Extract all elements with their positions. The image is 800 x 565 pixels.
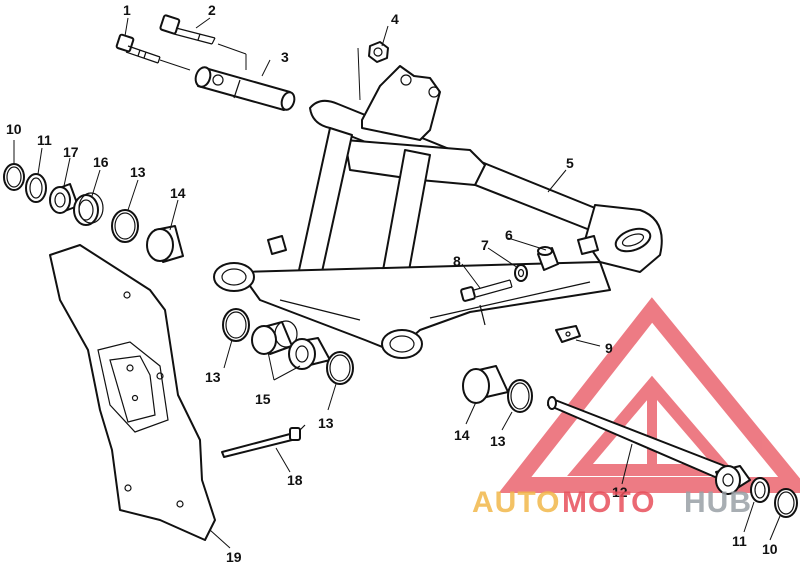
callout-10-right: 10 xyxy=(762,541,778,557)
watermark-text-moto: MOTO xyxy=(562,486,655,519)
callout-13-b: 13 xyxy=(205,369,221,385)
part-13-ring-c xyxy=(326,351,354,385)
callout-5: 5 xyxy=(566,155,574,171)
part-14-bushing-a xyxy=(146,225,184,263)
callout-13-c: 13 xyxy=(318,415,334,431)
callout-2: 2 xyxy=(208,2,216,18)
part-16-seal xyxy=(73,192,104,226)
watermark-text-hub: HUB xyxy=(684,486,752,519)
part-5-swingarm-frame xyxy=(213,65,663,359)
callout-13-d: 13 xyxy=(490,433,506,449)
callout-10-left: 10 xyxy=(6,121,22,137)
part-10-circlip-right xyxy=(774,488,798,518)
watermark-outer-triangle xyxy=(498,297,800,493)
callout-17: 17 xyxy=(63,144,79,160)
watermark-text: AUTO MOTO HUB xyxy=(472,486,752,519)
part-7-washer xyxy=(514,264,528,282)
callout-14-a: 14 xyxy=(170,185,186,201)
part-13-ring-b xyxy=(222,308,250,342)
callout-19: 19 xyxy=(226,549,242,565)
part-8-bolt xyxy=(460,279,513,302)
watermark-logo xyxy=(498,297,800,493)
part-4-nut xyxy=(368,41,389,63)
part-11-ring-right xyxy=(750,477,770,503)
part-10-circlip-left xyxy=(3,163,25,191)
part-15-bushing-pair xyxy=(251,320,331,370)
callout-8: 8 xyxy=(453,253,461,269)
callout-3: 3 xyxy=(281,49,289,65)
part-18-cable-tie xyxy=(221,424,306,458)
part-3-sleeve xyxy=(194,66,296,111)
callout-1: 1 xyxy=(123,2,131,18)
part-19-mudguard xyxy=(49,244,216,541)
callout-labels: 1 2 3 4 5 6 7 8 9 10 11 17 16 13 14 13 1… xyxy=(6,2,778,565)
callout-9: 9 xyxy=(605,340,613,356)
leader-lines xyxy=(13,17,781,549)
part-17-bearing xyxy=(49,183,79,214)
part-1-bolt xyxy=(115,33,161,64)
callout-7: 7 xyxy=(481,237,489,253)
callout-18: 18 xyxy=(287,472,303,488)
callout-15: 15 xyxy=(255,391,271,407)
part-13-ring-a xyxy=(111,209,139,243)
callout-11-right: 11 xyxy=(732,533,747,549)
part-14-bushing-b xyxy=(462,365,509,404)
part-2-bolt xyxy=(159,14,216,45)
callout-11-left: 11 xyxy=(37,132,52,148)
callout-13-a: 13 xyxy=(130,164,146,180)
callout-6: 6 xyxy=(505,227,513,243)
callout-16: 16 xyxy=(93,154,109,170)
callout-4: 4 xyxy=(391,11,399,27)
part-13-ring-d xyxy=(507,379,533,413)
part-12-axle xyxy=(547,396,751,495)
watermark-text-auto: AUTO xyxy=(472,486,560,519)
part-6-spacer xyxy=(537,246,559,271)
part-11-ring-left xyxy=(25,173,47,203)
callout-12: 12 xyxy=(612,484,628,500)
callout-14-b: 14 xyxy=(454,427,470,443)
part-9-clip xyxy=(555,325,581,343)
